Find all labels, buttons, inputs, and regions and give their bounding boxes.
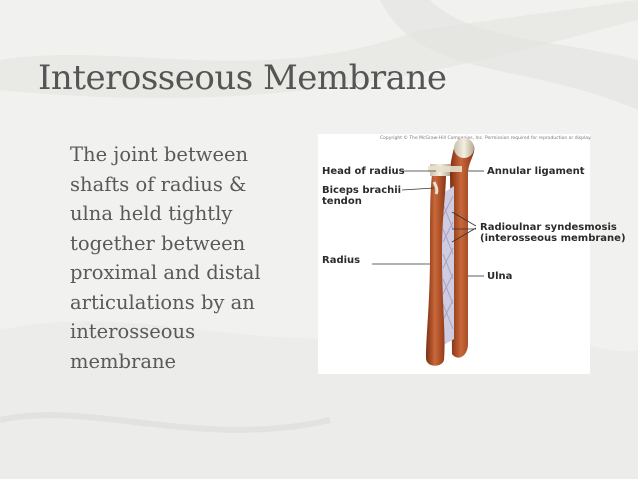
body-line: interosseous: [70, 320, 196, 343]
body-line: articulations by an: [70, 290, 255, 314]
label-biceps-brachii: Biceps brachii: [322, 185, 402, 196]
annular-ligament: [428, 166, 462, 172]
body-line: ulna held tightly: [70, 202, 233, 225]
label-annular-ligament: Annular ligament: [487, 166, 585, 177]
body-line: proximal and distal: [70, 261, 261, 284]
label-radioulnar-syndesmosis: Radioulnar syndesmosis: [480, 222, 617, 233]
label-head-of-radius: Head of radius: [322, 166, 405, 177]
body-line: The joint between: [70, 143, 249, 166]
body-text: The joint between shafts of radius & uln…: [70, 140, 310, 376]
body-line: membrane: [70, 349, 177, 373]
label-interosseous-membrane: (interosseous membrane): [480, 233, 626, 244]
forearm-bones-illustration: [372, 138, 484, 366]
slide-title: Interosseous Membrane: [38, 58, 447, 98]
label-biceps-tendon: tendon: [322, 196, 362, 207]
radius-bone: [426, 174, 446, 366]
label-radius: Radius: [322, 255, 361, 266]
body-line: together between: [70, 231, 246, 255]
copyright-notice: Copyright © The McGraw-Hill Companies, I…: [380, 136, 592, 141]
body-line: shafts of radius &: [70, 172, 247, 196]
ulna-bone: [450, 140, 475, 358]
label-ulna: Ulna: [487, 271, 513, 282]
forearm-figure: Copyright © The McGraw-Hill Companies, I…: [318, 134, 626, 374]
